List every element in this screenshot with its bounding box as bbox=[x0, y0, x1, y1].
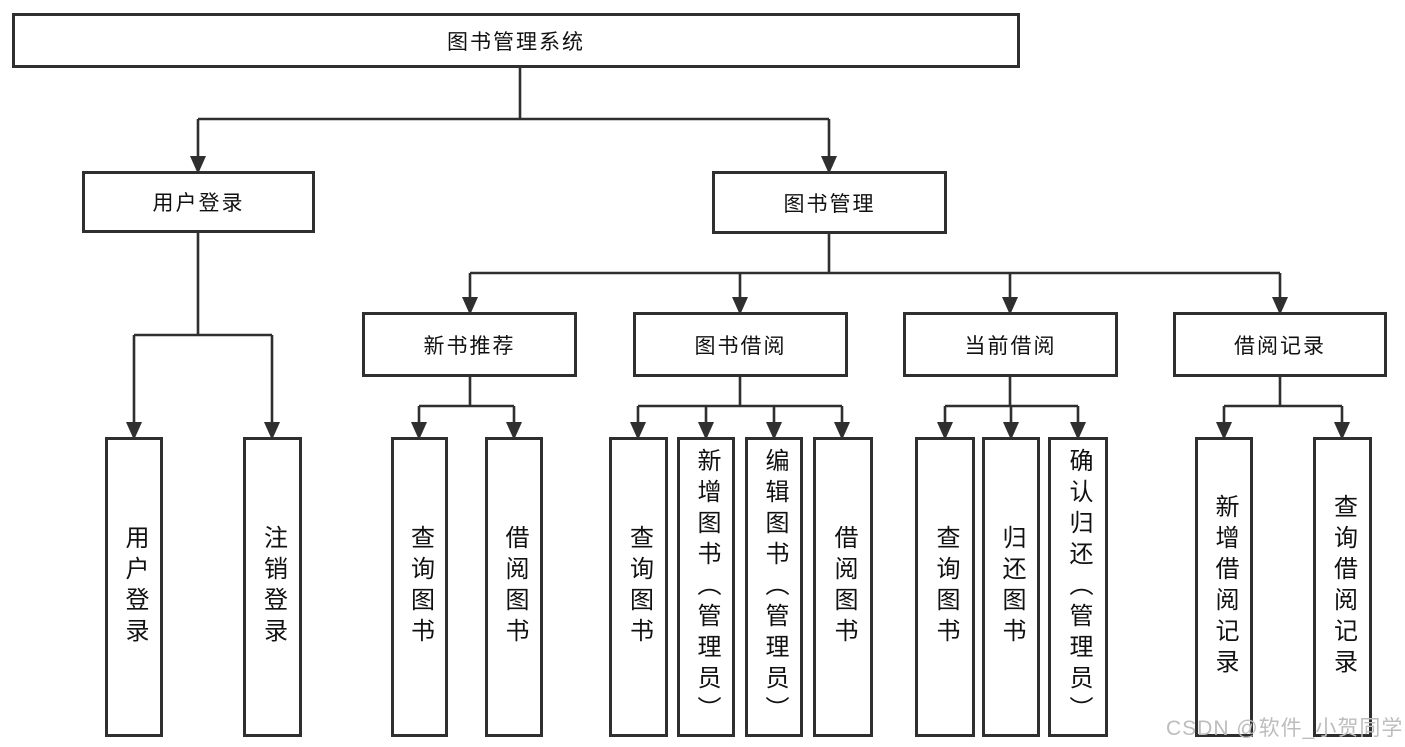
edge-user-login-to-leaves bbox=[132, 233, 274, 426]
arrowhead bbox=[821, 156, 837, 174]
edge-book-borrow-to-leaves bbox=[636, 377, 844, 426]
arrowhead bbox=[1003, 422, 1019, 440]
arrowhead bbox=[1070, 422, 1086, 440]
leaf-nbr-borrow-books: 借阅图书 bbox=[485, 437, 543, 737]
leaf-bb-borrow-books: 借阅图书 bbox=[813, 437, 873, 737]
leaf-br-add-record: 新增借阅记录 bbox=[1195, 437, 1253, 737]
arrowhead bbox=[126, 422, 142, 440]
node-borrow-records: 借阅记录 bbox=[1173, 312, 1387, 377]
leaf-label: 新增借阅记录 bbox=[1211, 494, 1238, 680]
leaf-label: 编辑图书（管理员） bbox=[761, 447, 788, 727]
leaf-br-query-record: 查询借阅记录 bbox=[1313, 437, 1372, 737]
leaf-user-login: 用户登录 bbox=[105, 437, 163, 737]
arrowhead bbox=[834, 422, 850, 440]
arrowhead bbox=[506, 422, 522, 440]
leaf-cb-query-books: 查询图书 bbox=[915, 437, 975, 737]
arrowhead bbox=[264, 422, 280, 440]
arrowhead bbox=[766, 422, 782, 440]
leaf-label: 确认归还（管理员） bbox=[1065, 447, 1092, 727]
edge-root-to-level2 bbox=[196, 68, 831, 160]
node-root: 图书管理系统 bbox=[12, 13, 1020, 68]
leaf-label: 新增图书（管理员） bbox=[693, 447, 720, 727]
arrowhead bbox=[1334, 422, 1350, 440]
node-current-borrow: 当前借阅 bbox=[903, 312, 1118, 377]
arrowhead bbox=[1002, 297, 1018, 315]
node-book-management: 图书管理 bbox=[712, 171, 947, 234]
leaf-label: 查询图书 bbox=[625, 525, 653, 649]
leaf-label: 查询借阅记录 bbox=[1329, 494, 1357, 680]
arrowhead bbox=[1216, 422, 1232, 440]
node-user-login: 用户登录 bbox=[82, 171, 315, 233]
edge-book-management-to-level3 bbox=[468, 233, 1282, 301]
leaf-label: 查询图书 bbox=[406, 525, 434, 649]
leaf-bb-edit-books-admin: 编辑图书（管理员） bbox=[745, 437, 803, 737]
leaf-label: 用户登录 bbox=[121, 525, 148, 649]
arrowhead bbox=[462, 297, 478, 315]
arrowhead bbox=[630, 422, 646, 440]
leaf-cb-confirm-return-admin: 确认归还（管理员） bbox=[1048, 437, 1108, 737]
leaf-bb-add-books-admin: 新增图书（管理员） bbox=[677, 437, 735, 737]
arrowhead bbox=[1272, 297, 1288, 315]
leaf-label: 查询图书 bbox=[932, 525, 959, 649]
node-book-borrow: 图书借阅 bbox=[633, 312, 848, 377]
leaf-label: 借阅图书 bbox=[501, 525, 528, 649]
edge-new-book-recommend-to-leaves bbox=[417, 377, 516, 426]
leaf-nbr-query-books: 查询图书 bbox=[391, 437, 448, 737]
leaf-label: 借阅图书 bbox=[830, 525, 857, 649]
edge-borrow-records-to-leaves bbox=[1222, 377, 1344, 426]
leaf-label: 归还图书 bbox=[998, 525, 1025, 649]
arrowhead bbox=[937, 422, 953, 440]
arrowhead bbox=[698, 422, 714, 440]
csdn-watermark: CSDN @软件_小贺同学 bbox=[1166, 717, 1404, 740]
leaf-label: 注销登录 bbox=[259, 525, 287, 649]
leaf-logout: 注销登录 bbox=[243, 437, 302, 737]
arrowheads bbox=[126, 156, 1350, 440]
leaf-cb-return-books: 归还图书 bbox=[982, 437, 1040, 737]
arrowhead bbox=[411, 422, 427, 440]
edge-current-borrow-to-leaves bbox=[943, 377, 1080, 426]
arrowhead bbox=[732, 297, 748, 315]
arrowhead bbox=[190, 156, 206, 174]
node-new-book-recommend: 新书推荐 bbox=[362, 312, 577, 377]
leaf-bb-query-books: 查询图书 bbox=[609, 437, 668, 737]
